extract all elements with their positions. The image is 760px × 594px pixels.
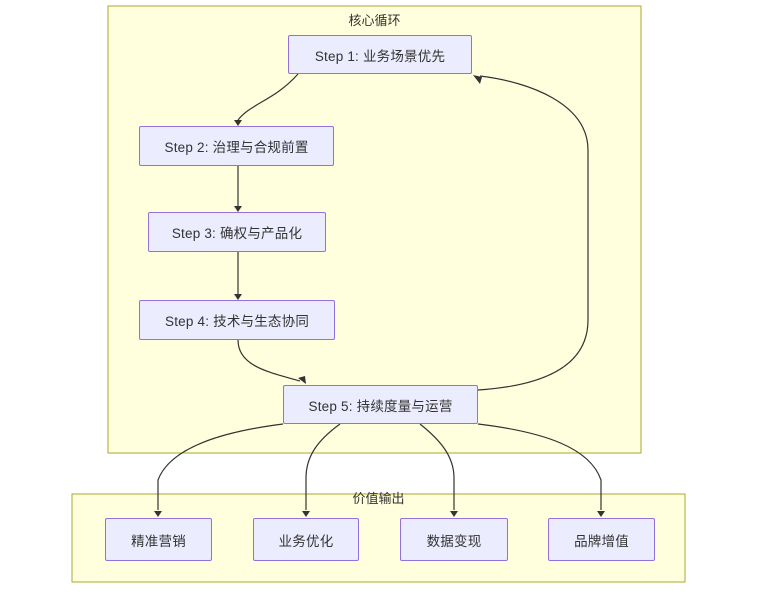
edge-e-step5-out3 [419, 423, 455, 510]
edge-shapes [154, 73, 605, 517]
edge-e-step5-out4 [477, 423, 602, 510]
cluster-label-value-output: 价值输出 [352, 491, 405, 506]
edge-e-step5-out1 [157, 423, 284, 510]
node-out1[interactable]: 精准营销 [105, 518, 212, 561]
node-out4[interactable]: 品牌增值 [548, 518, 655, 561]
arrowhead-e-step1-step2 [234, 120, 242, 126]
edge-e-step5-out2 [305, 423, 341, 510]
node-out2[interactable]: 业务优化 [253, 518, 359, 561]
arrowhead-e-step5-out1 [154, 511, 162, 517]
arrowhead-e-step5-out3 [450, 511, 458, 517]
node-step4[interactable]: Step 4: 技术与生态协同 [139, 300, 335, 340]
arrowhead-e-step5-out4 [597, 511, 605, 517]
edge-e-step1-step2 [237, 73, 299, 121]
arrowhead-e-step3-step4 [234, 294, 242, 300]
node-step3[interactable]: Step 3: 确权与产品化 [148, 212, 326, 252]
node-step5[interactable]: Step 5: 持续度量与运营 [283, 385, 478, 424]
node-out3[interactable]: 数据变现 [400, 518, 508, 561]
arrowhead-e-step4-step5 [298, 376, 306, 384]
arrowhead-e-step2-step3 [234, 206, 242, 212]
arrowhead-e-step5-out2 [302, 511, 310, 517]
node-step1[interactable]: Step 1: 业务场景优先 [288, 35, 472, 74]
edge-e-step4-step5 [237, 339, 301, 382]
cluster-label-core-loop: 核心循环 [348, 13, 401, 28]
node-step2[interactable]: Step 2: 治理与合规前置 [139, 126, 334, 166]
edge-e-step5-step1 [477, 75, 589, 391]
arrowhead-e-step5-step1 [473, 75, 482, 84]
